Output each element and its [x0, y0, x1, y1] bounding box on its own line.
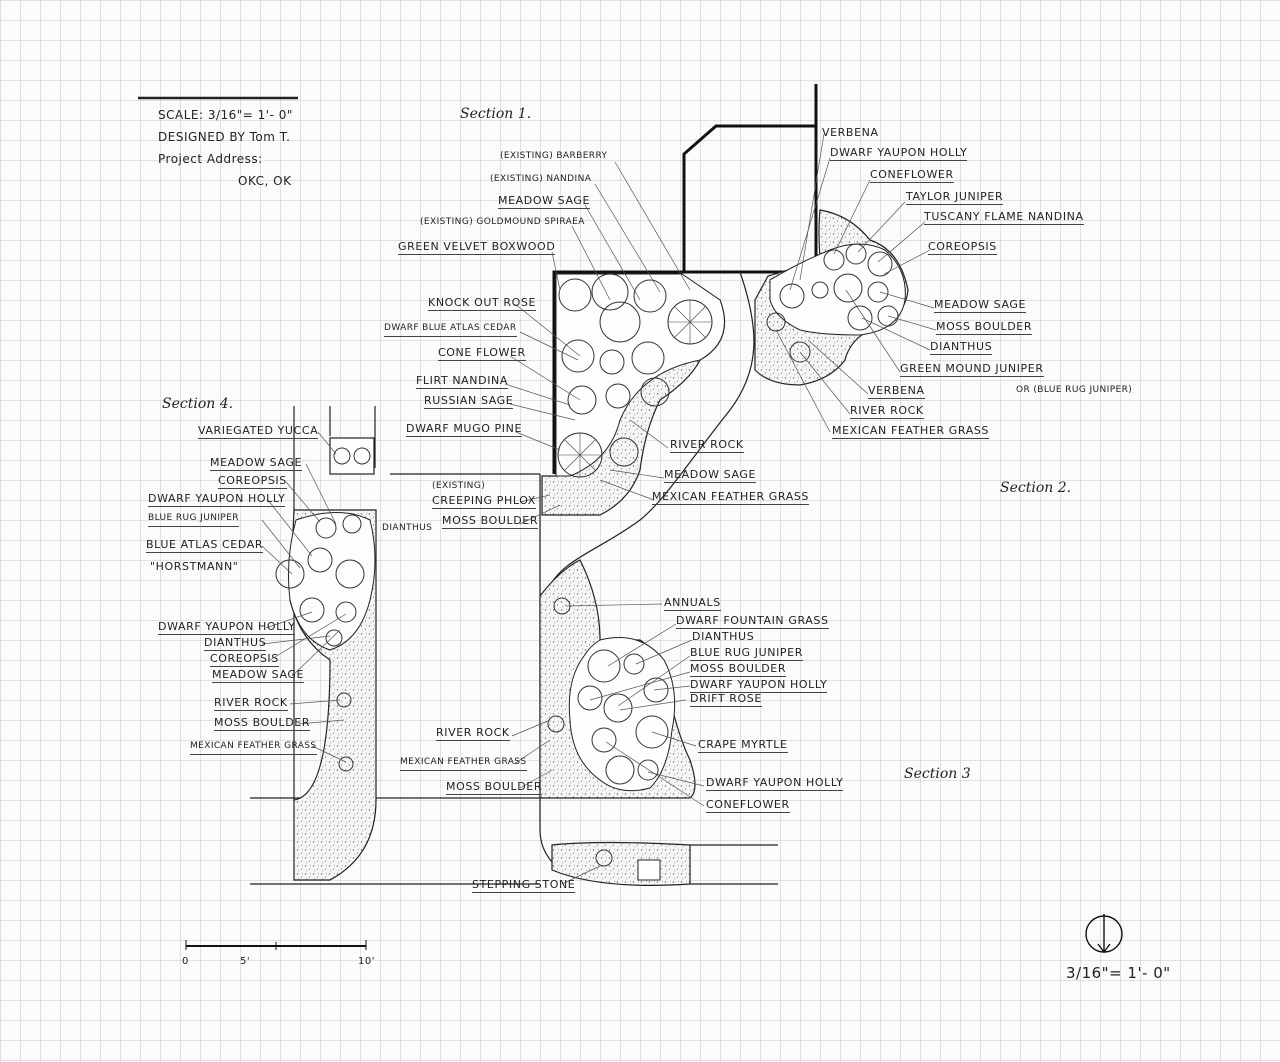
scale-tick-0: 0 [182, 956, 189, 967]
plant-label: DIANTHUS [692, 630, 755, 643]
plant-label: "HORSTMANN" [150, 560, 239, 573]
plant-label: MEXICAN FEATHER GRASS [652, 490, 809, 505]
plant-label: DWARF BLUE ATLAS CEDAR [384, 322, 517, 337]
plant-label: BLUE ATLAS CEDAR [146, 538, 264, 553]
leader-lines [261, 133, 937, 885]
plant-label: MEXICAN FEATHER GRASS [190, 740, 317, 755]
plant-label: CREEPING PHLOX [432, 494, 536, 509]
plant-label: ANNUALS [664, 596, 721, 611]
plant-label: DWARF YAUPON HOLLY [706, 776, 844, 791]
plant-label: OR (BLUE RUG JUNIPER) [1016, 385, 1133, 395]
project-address-label: Project Address: [158, 152, 263, 166]
plant-label: DWARF YAUPON HOLLY [690, 678, 828, 693]
plant-label: RIVER ROCK [670, 438, 744, 453]
plant-label: BLUE RUG JUNIPER [690, 646, 803, 661]
designer-name: DESIGNED BY Tom T. [158, 130, 291, 144]
plant-label: BLUE RUG JUNIPER [148, 512, 239, 527]
plant-label: FLIRT NANDINA [416, 374, 509, 389]
section1-bed [541, 273, 726, 516]
plant-label: KNOCK OUT ROSE [428, 296, 537, 311]
plant-label: MEADOW SAGE [664, 468, 757, 483]
plant-label: DRIFT ROSE [690, 692, 762, 707]
plant-label: MOSS BOULDER [936, 320, 1033, 335]
scale-note: SCALE: 3/16"= 1'- 0" [158, 108, 293, 122]
plant-label: DIANTHUS [382, 523, 433, 533]
plant-label: GREEN VELVET BOXWOOD [398, 240, 556, 255]
plant-label: DWARF YAUPON HOLLY [158, 620, 296, 635]
plant-label: MEXICAN FEATHER GRASS [400, 756, 527, 771]
plant-label: (EXISTING) [432, 481, 486, 491]
section-3-heading: Section 3 [904, 766, 971, 782]
plant-label: DWARF YAUPON HOLLY [148, 492, 286, 507]
plant-label: TUSCANY FLAME NANDINA [924, 210, 1084, 225]
plant-label: DIANTHUS [930, 340, 993, 355]
plant-label: TAYLOR JUNIPER [906, 190, 1004, 205]
plant-label: MEADOW SAGE [210, 456, 303, 471]
plant-label: CONEFLOWER [870, 168, 954, 183]
plant-label: MOSS BOULDER [446, 780, 543, 795]
scale-tick-10: 10' [358, 956, 375, 967]
scale-bar-graphic [185, 940, 367, 950]
section2-bed [754, 209, 909, 386]
plant-label: RIVER ROCK [850, 404, 924, 419]
section-1-heading: Section 1. [460, 106, 532, 122]
plant-label: RIVER ROCK [214, 696, 288, 711]
plant-label: CONEFLOWER [706, 798, 790, 813]
section-4-heading: Section 4. [162, 396, 234, 412]
plant-label: DIANTHUS [204, 636, 267, 651]
plant-label: (EXISTING) GOLDMOUND SPIRAEA [420, 217, 585, 227]
plant-label: (EXISTING) BARBERRY [500, 151, 608, 161]
plant-label: RIVER ROCK [436, 726, 510, 741]
plant-label: RUSSIAN SAGE [424, 394, 514, 409]
plant-label: MOSS BOULDER [442, 514, 539, 529]
section-2-heading: Section 2. [1000, 480, 1072, 496]
section4-bed [275, 437, 377, 881]
plant-label: COREOPSIS [218, 474, 287, 489]
plant-label: VERBENA [868, 384, 925, 399]
plant-label: MEADOW SAGE [212, 668, 305, 683]
plant-label: MEADOW SAGE [934, 298, 1027, 313]
plant-label: COREOPSIS [210, 652, 279, 667]
project-address-value: OKC, OK [238, 174, 292, 188]
plant-label: DWARF MUGO PINE [406, 422, 523, 437]
plant-label: STEPPING STONE [472, 878, 576, 893]
north-arrow-scale: 3/16"= 1'- 0" [1066, 964, 1171, 982]
walkway-lines [250, 271, 778, 885]
section3-bed [539, 559, 696, 886]
plant-label: COREOPSIS [928, 240, 997, 255]
plant-label: VERBENA [822, 126, 879, 139]
plant-label: (EXISTING) NANDINA [490, 174, 592, 184]
plant-label: MEXICAN FEATHER GRASS [832, 424, 989, 439]
plant-label: CRAPE MYRTLE [698, 738, 788, 753]
plant-label: GREEN MOUND JUNIPER [900, 362, 1044, 377]
plant-label: MOSS BOULDER [690, 662, 787, 677]
scale-tick-5: 5' [240, 956, 251, 967]
plant-label: DWARF FOUNTAIN GRASS [676, 614, 829, 629]
plant-label: CONE FLOWER [438, 346, 526, 361]
north-arrow-icon [1085, 914, 1123, 954]
plant-label: VARIEGATED YUCCA [198, 424, 319, 439]
plant-label: DWARF YAUPON HOLLY [830, 146, 968, 161]
plant-label: MEADOW SAGE [498, 194, 591, 209]
plant-label: MOSS BOULDER [214, 716, 311, 731]
